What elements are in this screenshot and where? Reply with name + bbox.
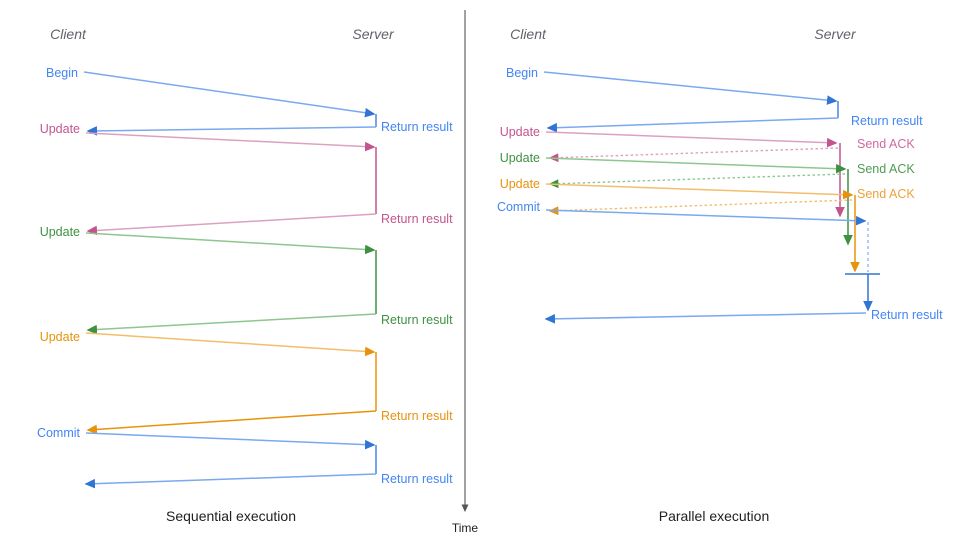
- right-panel-caption: Parallel execution: [659, 508, 770, 524]
- right-label-begin: Begin: [506, 66, 538, 80]
- arrow-begin-request: [83, 71, 376, 118]
- left-panel: Client Server Begin Return result Update…: [37, 26, 453, 524]
- right-msg-update-3: Update Send ACK: [500, 177, 915, 273]
- right-label-update-2: Update: [500, 151, 540, 165]
- left-msg-update-2: Update Return result: [40, 225, 453, 335]
- arrow-r-update2-request: [545, 157, 847, 174]
- arrow-r-update2-ack: [548, 173, 846, 189]
- arrow-r-update1-ack: [548, 147, 839, 163]
- arrow-r-update3-request: [545, 183, 854, 200]
- arrow-r-commit-response: [544, 312, 867, 324]
- left-label-commit: Commit: [37, 426, 81, 440]
- right-client-lane-title: Client: [510, 26, 547, 42]
- left-panel-caption: Sequential execution: [166, 508, 296, 524]
- arrow-commit-request: [85, 432, 376, 450]
- arrow-update2-request: [85, 232, 376, 255]
- left-label-update-2: Update: [40, 225, 80, 239]
- right-label-commit: Commit: [497, 200, 541, 214]
- left-msg-update-1: Update Return result: [40, 122, 453, 236]
- right-label-ack-3: Send ACK: [857, 187, 915, 201]
- arrow-r-update1-request: [545, 131, 838, 148]
- time-axis-label: Time: [452, 521, 479, 535]
- right-label-return-1: Return result: [851, 114, 923, 128]
- right-server-lane-title: Server: [814, 26, 857, 42]
- left-label-return-4: Return result: [381, 409, 453, 423]
- arrow-r-update3-ack: [548, 199, 853, 216]
- right-label-update-3: Update: [500, 177, 540, 191]
- right-label-ack-2: Send ACK: [857, 162, 915, 176]
- arrow-r-begin-request: [543, 71, 838, 105]
- arrow-begin-response: [86, 126, 377, 136]
- left-msg-update-3: Update Return result: [40, 330, 453, 435]
- arrow-r-commit-request: [545, 209, 867, 226]
- arrow-update1-request: [85, 132, 376, 152]
- arrow-update3-request: [85, 332, 376, 357]
- arrow-r-begin-response: [546, 117, 839, 133]
- left-label-return-5: Return result: [381, 472, 453, 486]
- left-label-return-3: Return result: [381, 313, 453, 327]
- left-label-update-1: Update: [40, 122, 80, 136]
- arrow-commit-response: [84, 473, 377, 489]
- right-label-ack-1: Send ACK: [857, 137, 915, 151]
- left-label-begin: Begin: [46, 66, 78, 80]
- right-msg-begin: Begin Return result: [506, 66, 923, 133]
- right-msg-update-1: Update Send ACK: [500, 125, 915, 218]
- left-client-lane-title: Client: [50, 26, 87, 42]
- right-msg-update-2: Update Send ACK: [500, 151, 915, 246]
- left-label-return-1: Return result: [381, 120, 453, 134]
- right-panel: Client Server Begin Return result Update…: [497, 26, 943, 524]
- right-label-update-1: Update: [500, 125, 540, 139]
- arrow-update2-response: [86, 313, 377, 335]
- left-label-return-2: Return result: [381, 212, 453, 226]
- left-msg-commit: Commit Return result: [37, 426, 453, 489]
- left-label-update-3: Update: [40, 330, 80, 344]
- arrow-update3-response: [86, 410, 377, 435]
- right-msg-commit: Commit Return result: [497, 200, 943, 324]
- arrow-update1-response: [86, 213, 377, 236]
- left-msg-begin: Begin Return result: [46, 66, 453, 136]
- right-label-return-2: Return result: [871, 308, 943, 322]
- left-server-lane-title: Server: [352, 26, 395, 42]
